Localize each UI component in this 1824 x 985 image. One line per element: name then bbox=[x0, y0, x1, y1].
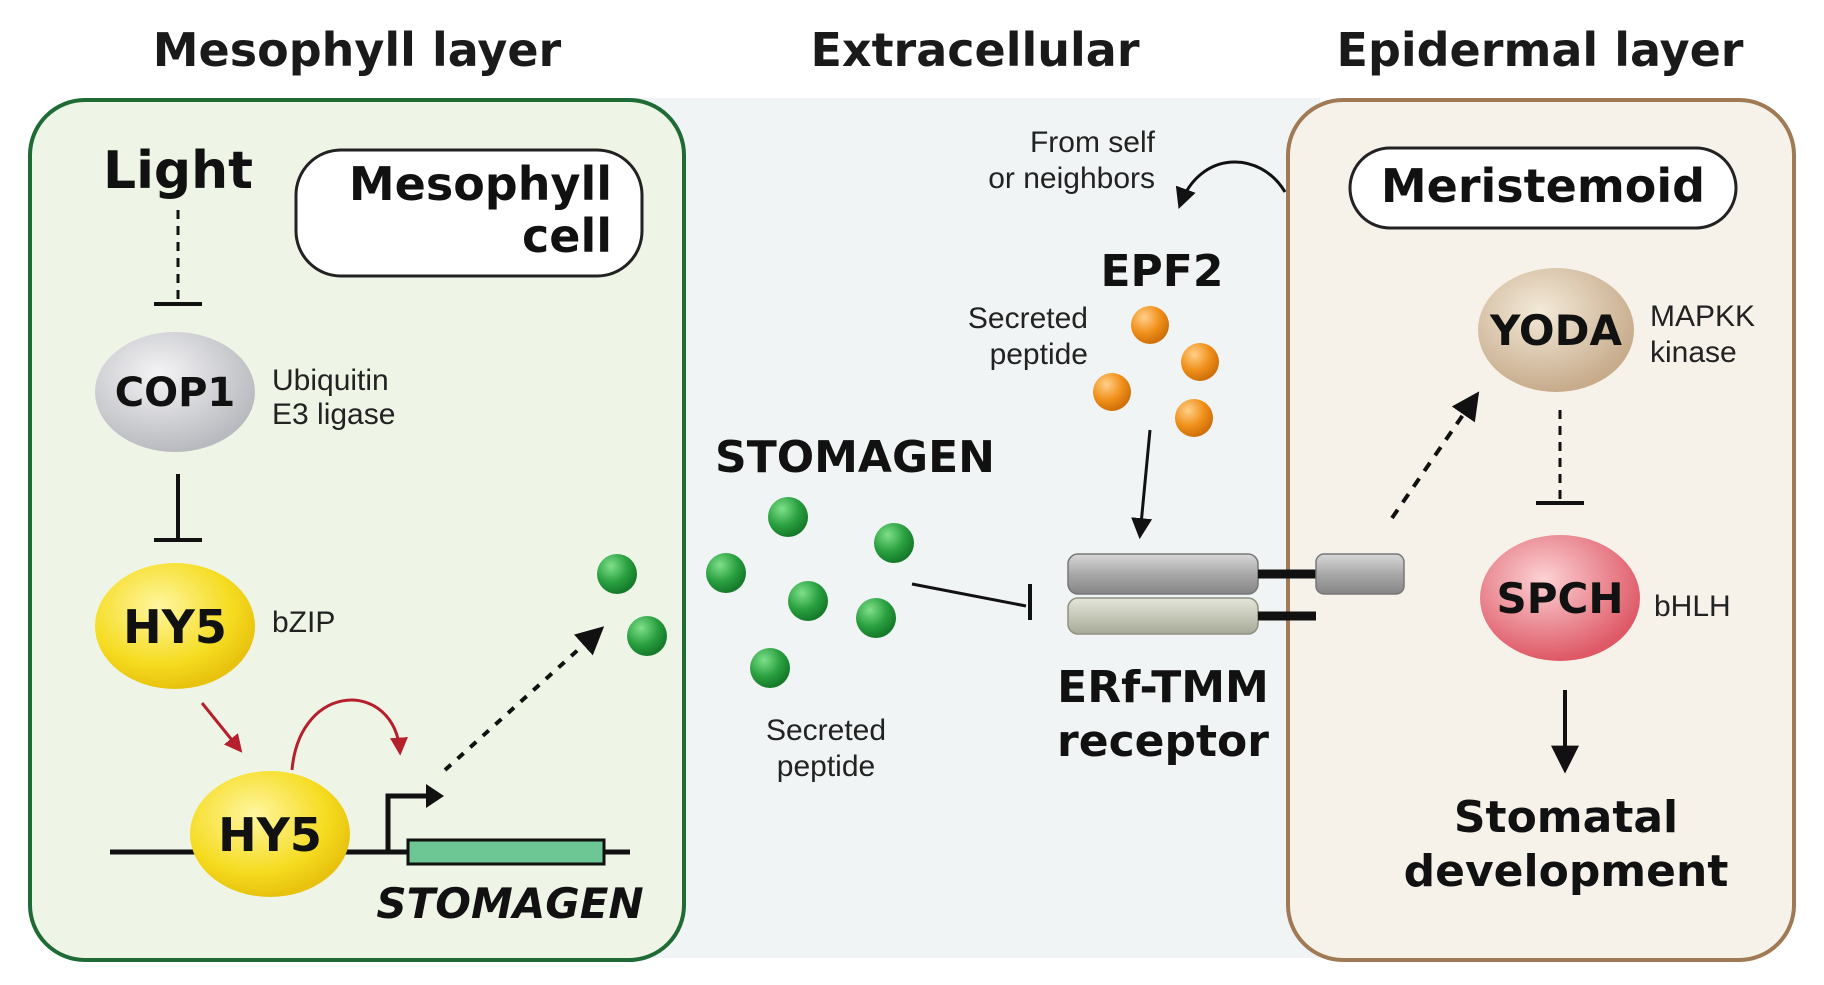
outcome-line2: development bbox=[1404, 846, 1729, 897]
yoda-desc-line1: MAPKK bbox=[1650, 300, 1755, 333]
epf2-label: EPF2 bbox=[1101, 246, 1224, 297]
mesophyll-cell-label-box bbox=[294, 148, 644, 278]
epf2-binds-receptor-arrow bbox=[1131, 429, 1153, 540]
light-label: Light bbox=[103, 141, 253, 201]
spch-node bbox=[1480, 535, 1640, 661]
epf2-peptide-dot bbox=[1093, 373, 1131, 411]
stomagen-peptide-dot bbox=[768, 497, 808, 537]
cop1-desc-line1: Ubiquitin bbox=[272, 364, 389, 397]
header-mesophyll-layer: Mesophyll layer bbox=[153, 23, 562, 77]
stomagen-desc-line2: peptide bbox=[777, 750, 875, 783]
hy5-desc: bZIP bbox=[272, 606, 335, 639]
epf2-desc-line2: peptide bbox=[990, 338, 1088, 371]
receptor-activates-yoda-arrow bbox=[1390, 391, 1480, 520]
yoda-desc-line2: kinase bbox=[1650, 336, 1737, 369]
stomagen-desc-line1: Secreted bbox=[766, 714, 886, 747]
hy5-top-label: HY5 bbox=[123, 600, 227, 654]
epf2-desc-line1: Secreted bbox=[968, 302, 1088, 335]
spch-desc: bHLH bbox=[1654, 590, 1731, 623]
meristemoid-label: Meristemoid bbox=[1381, 159, 1705, 213]
yoda-node bbox=[1478, 268, 1634, 392]
promoter-arrow-head bbox=[426, 784, 444, 808]
hy5-protein-node bbox=[95, 563, 255, 689]
mesophyll-layer-panel bbox=[28, 98, 686, 962]
meristemoid-label-box bbox=[1348, 146, 1738, 230]
stomagen-peptide-dot bbox=[874, 523, 914, 563]
mesophyll-cell-label-line2: cell bbox=[522, 209, 612, 263]
hy5-bound-node bbox=[190, 771, 350, 897]
hy5-bottom-label: HY5 bbox=[218, 808, 322, 862]
stomagen-gene-box bbox=[406, 838, 606, 866]
epf2-source-arrow bbox=[1175, 160, 1287, 209]
hy5-autoregulation-arrow bbox=[290, 698, 408, 771]
cop1-label: COP1 bbox=[115, 370, 236, 416]
header-extracellular: Extracellular bbox=[810, 23, 1139, 77]
erf-receptor-extracellular-domain bbox=[1067, 553, 1259, 595]
spch-label: SPCH bbox=[1496, 574, 1623, 623]
stomagen-peptide-dot bbox=[750, 648, 790, 688]
mesophyll-cell-label-line1: Mesophyll bbox=[349, 157, 612, 211]
stomagen-peptide-dot bbox=[788, 581, 828, 621]
stomagen-gene-label: STOMAGEN bbox=[376, 879, 643, 928]
epf2-peptide-dot bbox=[1131, 306, 1169, 344]
tmm-receptor-domain bbox=[1067, 597, 1259, 635]
stomagen-inhibits-receptor-line bbox=[911, 582, 1027, 608]
stomagen-peptide-dot bbox=[597, 554, 637, 594]
epf2-peptide-dot bbox=[1175, 399, 1213, 437]
yoda-label: YODA bbox=[1489, 306, 1622, 355]
epf2-peptide-dot bbox=[1181, 343, 1219, 381]
receptor-label-line1: ERf-TMM bbox=[1057, 662, 1269, 713]
receptor-label-line2: receptor bbox=[1057, 716, 1269, 767]
stomagen-peptide-dot bbox=[627, 616, 667, 656]
stomagen-peptide-dot bbox=[706, 553, 746, 593]
hy5-activation-arrow bbox=[200, 702, 243, 753]
stomagen-peptide-label: STOMAGEN bbox=[715, 432, 995, 483]
outcome-line1: Stomatal bbox=[1454, 792, 1678, 843]
promoter-bent-arrow bbox=[385, 793, 428, 850]
cop1-node bbox=[95, 332, 255, 452]
cop1-desc-line2: E3 ligase bbox=[272, 398, 395, 431]
erf-kinase-domain bbox=[1315, 553, 1405, 595]
extracellular-space bbox=[560, 98, 1320, 958]
epidermal-layer-panel bbox=[1286, 98, 1796, 962]
header-epidermal-layer: Epidermal layer bbox=[1337, 23, 1744, 77]
from-self-line2: or neighbors bbox=[988, 162, 1155, 195]
from-self-line1: From self bbox=[1030, 126, 1156, 159]
stomagen-peptide-dot bbox=[856, 598, 896, 638]
stomagen-secretion-arrow bbox=[443, 626, 605, 772]
